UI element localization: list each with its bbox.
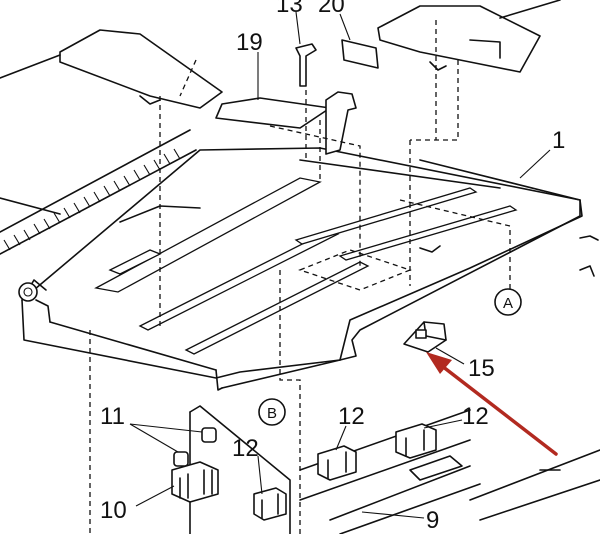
label-20: 20 <box>318 0 345 18</box>
leader-lines <box>129 11 551 519</box>
label-19: 19 <box>236 29 263 56</box>
label-12-left: 12 <box>232 435 259 462</box>
part-20-plate <box>341 39 379 69</box>
dashed-leaders <box>89 20 511 534</box>
label-12-middle: 12 <box>338 403 365 430</box>
part-1-tray <box>18 91 599 391</box>
part-12-sensor-c <box>395 423 437 459</box>
part-12-sensor-a <box>253 487 287 521</box>
reference-b-label: B <box>267 405 277 422</box>
label-10: 10 <box>100 497 127 524</box>
label-15: 15 <box>468 355 495 382</box>
part-10-bracket <box>171 461 219 503</box>
callout-labels: 13 20 19 1 15 11 12 12 12 10 9 <box>100 0 565 534</box>
top-left-cover <box>0 29 223 109</box>
reference-a-label: A <box>503 295 513 312</box>
part-11-rollers <box>173 427 217 467</box>
part-13-pin <box>295 43 317 87</box>
reference-b: B <box>258 398 286 426</box>
red-arrow <box>426 352 558 456</box>
label-13: 13 <box>276 0 303 18</box>
part-15-sensor <box>403 321 447 353</box>
reference-a: A <box>494 288 522 316</box>
part-19-sheet <box>215 97 331 129</box>
label-1: 1 <box>552 127 565 154</box>
label-11: 11 <box>100 403 125 430</box>
label-9: 9 <box>426 507 439 534</box>
brush-strip <box>0 129 197 255</box>
label-12-right: 12 <box>462 403 489 430</box>
part-12-sensor-b <box>317 445 357 481</box>
top-right-cover <box>377 0 561 73</box>
